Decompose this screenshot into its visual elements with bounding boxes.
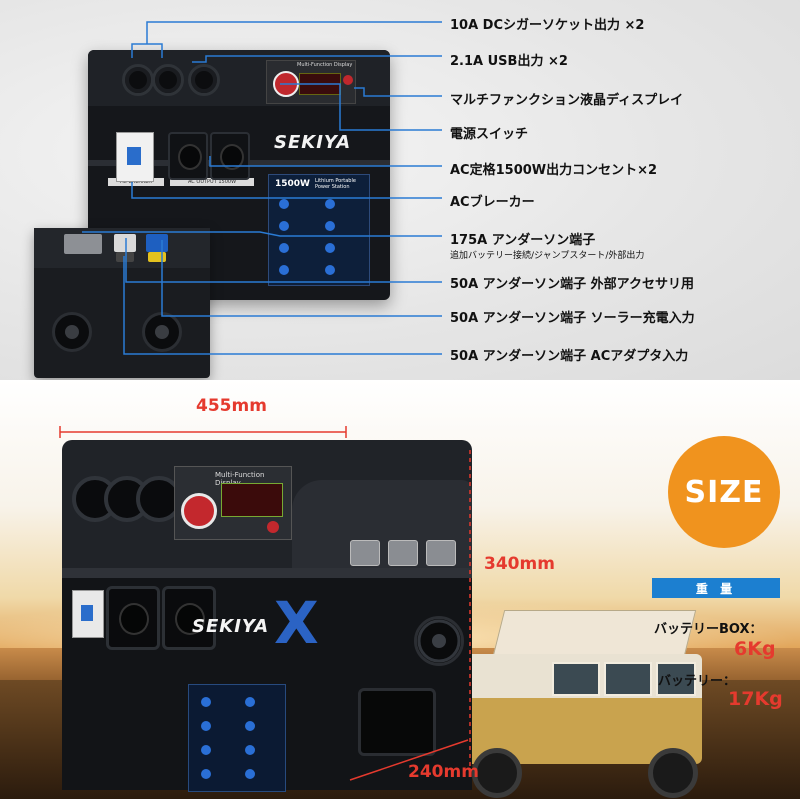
camper-van-image (452, 610, 712, 798)
panel-button-icon (201, 697, 211, 707)
depth-dimension: 240mm (408, 762, 479, 782)
panel-button-icon (279, 243, 289, 253)
height-dimension: 340mm (484, 554, 555, 574)
callout-line-acadapter (123, 256, 442, 355)
weight-label-battery: バッテリー： (658, 674, 737, 689)
brand-logo: SEKIYA (192, 616, 270, 637)
panel-button-icon (325, 199, 335, 209)
panel-button-icon (201, 721, 211, 731)
carry-handle (358, 688, 436, 756)
panel-button-icon (279, 265, 289, 275)
display-title: Multi-Function Display (297, 62, 353, 68)
anderson-connector (388, 540, 418, 566)
callout-line-solar (161, 240, 442, 317)
ac-breaker (72, 590, 104, 638)
control-panel: 1500W Lithium Portable Power Station (268, 174, 370, 286)
ac-outlet-1 (106, 586, 160, 650)
power-switch-icon (181, 493, 217, 529)
callout-ac-outlet: AC定格1500W出力コンセント×2 (450, 163, 658, 178)
callout-line-dc (146, 21, 442, 44)
anderson-175a-connector (64, 234, 102, 254)
multi-function-display: Multi-Function Display (174, 466, 292, 540)
ac-outlet-2 (162, 586, 216, 650)
van-window (656, 662, 696, 696)
usb-port (188, 64, 220, 96)
multi-function-display: Multi-Function Display (266, 60, 356, 104)
callout-ac-breaker: ACブレーカー (450, 195, 535, 210)
panel-button-icon (325, 265, 335, 275)
width-dimension: 455mm (196, 396, 267, 416)
weight-label-box: バッテリーBOX： (654, 622, 763, 637)
ac-outlet-1 (168, 132, 208, 180)
weight-value-battery: 17Kg (728, 688, 783, 710)
callout-lines (82, 21, 442, 355)
panel-button-icon (325, 221, 335, 231)
callout-power-switch: 電源スイッチ (450, 127, 529, 142)
anderson-connector (426, 540, 456, 566)
callout-usb: 2.1A USB出力 ×2 (450, 54, 568, 69)
size-weight-panel: Multi-Function Display SEKIYA X (0, 380, 800, 799)
brand-logo: SEKIYA (274, 132, 352, 153)
callout-line-175a (82, 231, 442, 237)
van-wheel (648, 748, 698, 798)
anderson-50a-solar-tag (148, 252, 166, 262)
control-panel (188, 684, 286, 792)
callout-line-usb (192, 55, 442, 63)
anderson-50a-ac-adapter (116, 252, 134, 262)
panel-button-icon (245, 769, 255, 779)
dc-socket-1 (122, 64, 154, 96)
callout-display: マルチファンクション液晶ディスプレイ (450, 93, 684, 108)
panel-title: 1500W (275, 179, 310, 189)
size-badge: SIZE (668, 436, 780, 548)
brand-x-mark: X (274, 589, 319, 657)
panel-button-icon (245, 745, 255, 755)
panel-button-icon (201, 769, 211, 779)
callout-dc-socket: 10A DCシガーソケット出力 ×2 (450, 18, 645, 33)
strip-label-right: AC OUTPUT 1500W (170, 178, 254, 186)
panel-button-icon (279, 199, 289, 209)
anderson-50a-accessory (114, 234, 136, 252)
depth-line (349, 739, 469, 781)
callout-line-dc (131, 43, 163, 58)
weight-title-bar: 重 量 (652, 578, 780, 598)
side-unit-photo (34, 228, 210, 378)
van-window (604, 662, 652, 696)
size-badge-label: SIZE (684, 474, 764, 510)
van-wheel (472, 748, 522, 798)
callout-line-display (354, 87, 442, 97)
callout-anderson-175a-sub: 追加バッテリー接続/ジャンプスタート/外部出力 (450, 251, 645, 261)
callout-line-ac (209, 156, 442, 167)
callout-line-accessory (125, 238, 442, 283)
panel-subtitle: Lithium Portable Power Station (315, 178, 356, 190)
callout-line-switch (280, 83, 442, 131)
fan-icon (414, 616, 464, 666)
display-knob (267, 521, 279, 533)
panel-button-icon (325, 243, 335, 253)
panel-button-icon (245, 721, 255, 731)
callout-anderson-175a: 175A アンダーソン端子 (450, 233, 596, 248)
ports-diagram-panel: Multi-Function Display AC BREAKER AC OUT… (0, 0, 800, 380)
ac-breaker (116, 132, 154, 182)
dc-socket-2 (152, 64, 184, 96)
callout-anderson-solar: 50A アンダーソン端子 ソーラー充電入力 (450, 311, 695, 326)
anderson-connector (350, 540, 380, 566)
panel-button-icon (201, 745, 211, 755)
lcd-screen (221, 483, 283, 517)
weight-title: 重 量 (695, 581, 737, 596)
panel-button-icon (279, 221, 289, 231)
display-knob (343, 75, 353, 85)
van-window (552, 662, 600, 696)
strip-label-left: AC BREAKER (108, 178, 164, 186)
panel-button-icon (245, 697, 255, 707)
weight-value-box: 6Kg (734, 638, 776, 660)
callout-anderson-accessory: 50A アンダーソン端子 外部アクセサリ用 (450, 277, 695, 292)
product-photo: Multi-Function Display SEKIYA X (62, 440, 472, 792)
fan-icon (52, 312, 92, 352)
callout-line-breaker (131, 182, 442, 199)
callout-anderson-acadapter: 50A アンダーソン端子 ACアダプタ入力 (450, 349, 689, 364)
dimension-lines (59, 426, 471, 781)
